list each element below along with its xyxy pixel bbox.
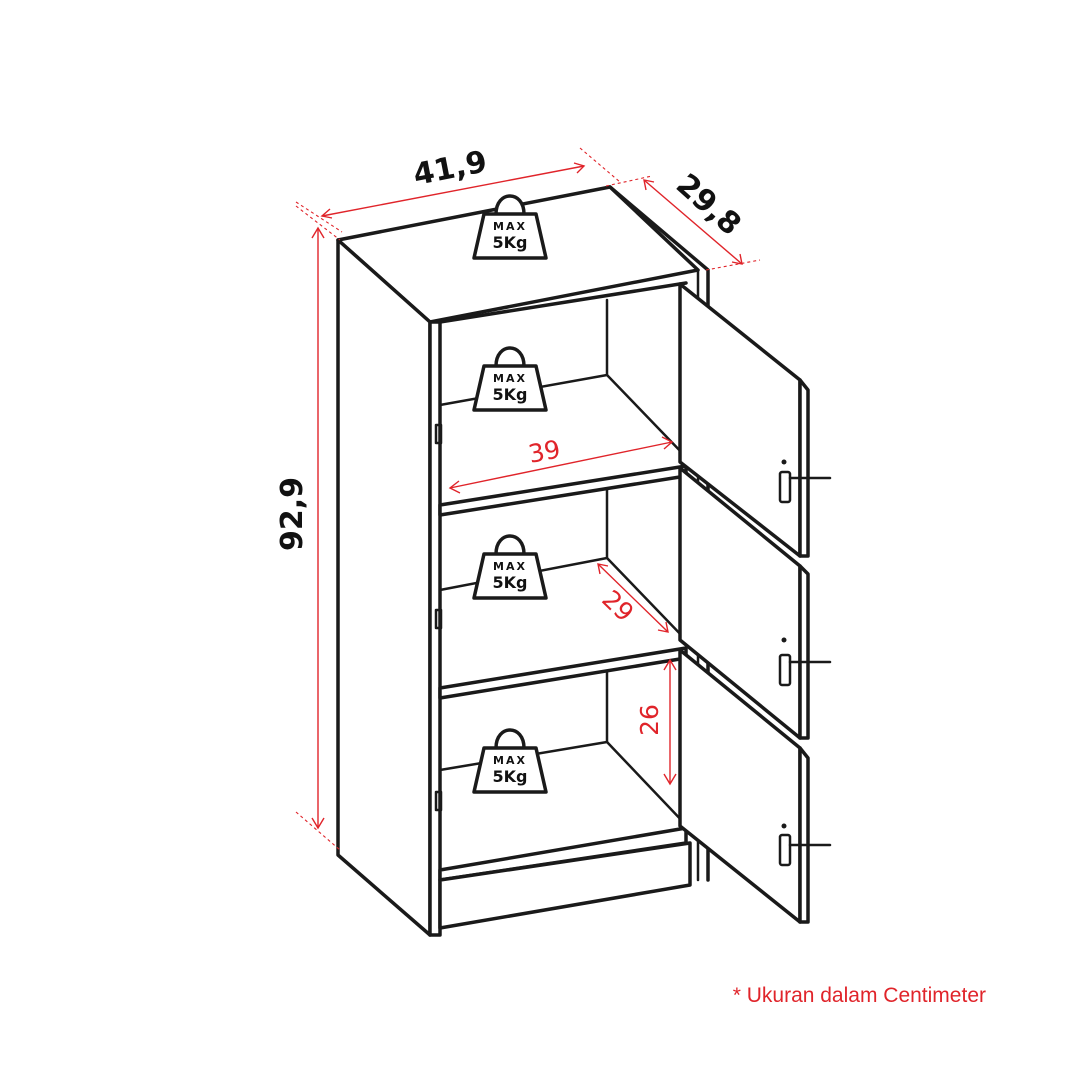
weight-max-label: MAX: [493, 372, 527, 385]
weight-badge-shelf-2: MAX 5Kg: [472, 534, 548, 600]
door-3-dot: [781, 823, 787, 829]
weight-max-label: MAX: [493, 220, 527, 233]
door-3-edge: [798, 746, 810, 924]
weight-value: 5Kg: [493, 767, 528, 786]
dimension-height: 92,9: [275, 205, 341, 851]
dimension-inner-width: 39: [448, 434, 674, 494]
weight-icon: [472, 212, 548, 260]
weight-icon: [472, 552, 548, 600]
hinge-1: [434, 423, 443, 445]
cabinet-top-lip: [438, 281, 688, 324]
door-1-edge: [798, 378, 810, 558]
dimension-inner-depth-label: 29: [596, 584, 639, 627]
weight-value: 5Kg: [493, 233, 528, 252]
doors: [678, 282, 832, 924]
unit-note: * Ukuran dalam Centimeter: [732, 984, 986, 1007]
dimension-inner-width-label: 39: [526, 434, 563, 469]
hinge-2: [434, 608, 443, 630]
weight-handle-icon: [494, 534, 526, 556]
shelf-1: [438, 464, 688, 517]
weight-badge-shelf-3: MAX 5Kg: [472, 728, 548, 794]
weight-handle-icon: [494, 728, 526, 750]
dimension-depth-label: 29,8: [669, 167, 747, 243]
door-2-dot: [781, 637, 787, 643]
dimension-height-label: 92,9: [275, 477, 310, 551]
weight-handle-icon: [494, 346, 526, 368]
weight-badge-top: MAX 5Kg: [472, 194, 548, 260]
shelf-2: [438, 646, 688, 700]
weight-icon: [472, 746, 548, 794]
cabinet-plinth: [438, 841, 692, 930]
weight-handle-icon: [494, 194, 526, 216]
cabinet-body: [336, 185, 710, 937]
door-3-handle: [778, 833, 792, 867]
shelf-1-top: [438, 373, 688, 459]
door-2-handle: [778, 653, 792, 687]
weight-badge-shelf-1: MAX 5Kg: [472, 346, 548, 412]
weight-icon: [472, 364, 548, 412]
cabinet-left-side: [336, 238, 432, 937]
weight-value: 5Kg: [493, 573, 528, 592]
dimension-inner-height-label: 26: [635, 704, 664, 736]
door-1-dot: [781, 459, 787, 465]
dimension-inner-depth: 29: [596, 563, 669, 633]
dimension-inner-height: 26: [635, 658, 677, 786]
weight-max-label: MAX: [493, 754, 527, 767]
door-1-handle: [778, 470, 792, 504]
weight-max-label: MAX: [493, 560, 527, 573]
door-2-edge: [798, 564, 810, 740]
weight-value: 5Kg: [493, 385, 528, 404]
hinge-3: [434, 790, 443, 812]
